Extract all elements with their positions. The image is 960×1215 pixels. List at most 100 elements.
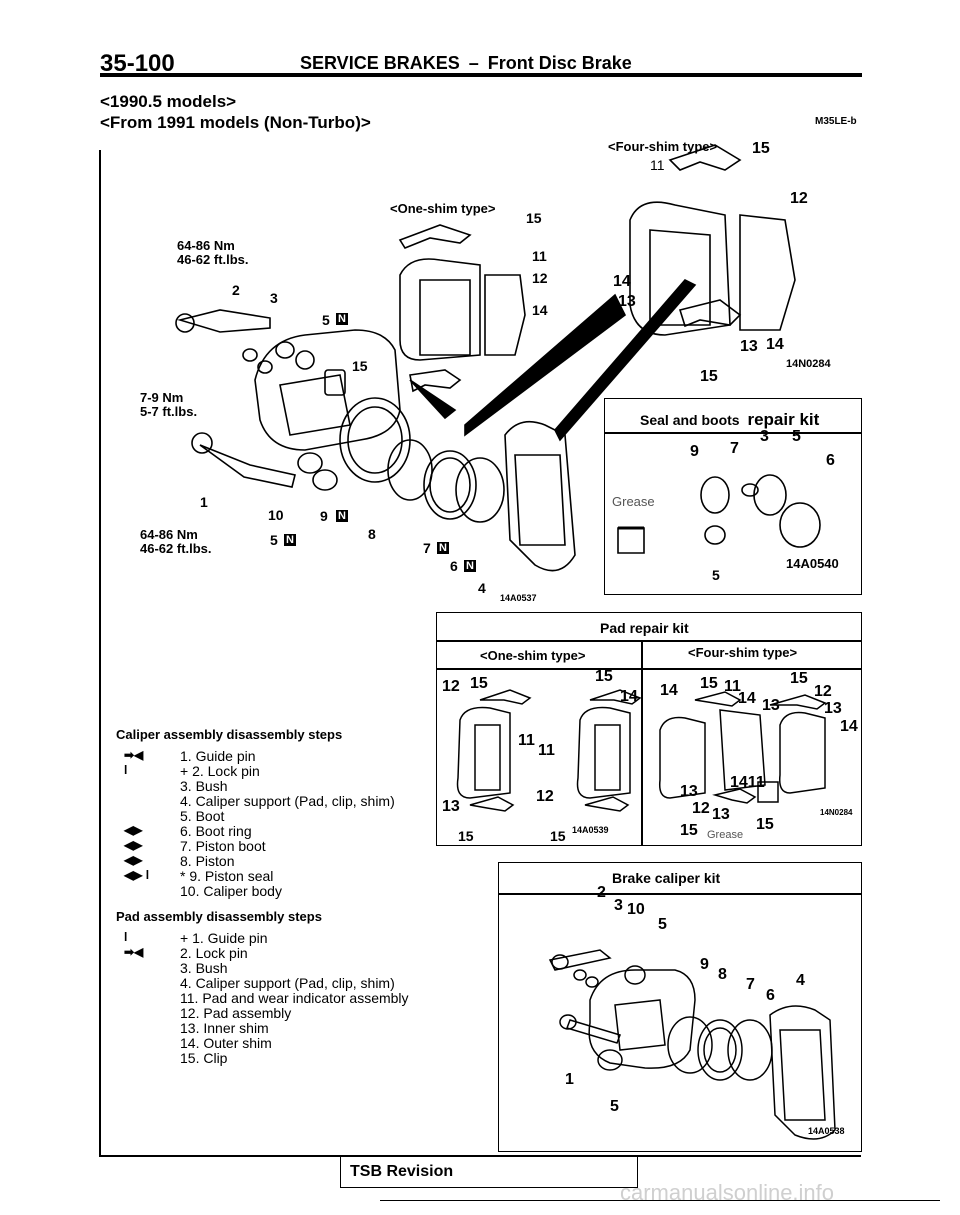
watermark: carmanualsonline.info [620, 1180, 835, 1205]
tsb-revision-label: TSB Revision [350, 1163, 454, 1180]
seal-kit-title-main: Seal and boots [640, 412, 740, 428]
caliper-step-mark: l [124, 763, 128, 777]
brake-kit-callout-9: 9 [700, 956, 709, 973]
caliper-step-item: + 2. Lock pin [180, 763, 260, 779]
callout-12: 12 [532, 270, 548, 286]
caliper-step-item: 3. Bush [180, 778, 228, 794]
special-tool-mark-5-bottom: N [284, 534, 296, 546]
pad-one-callout-12: 12 [442, 678, 460, 695]
caliper-step-item: 10. Caliper body [180, 883, 282, 899]
caliper-step-mark: ◀▶ l [124, 868, 150, 882]
pad-step-mark: ➡◀ [124, 945, 144, 959]
title-dash: – [468, 53, 479, 73]
seal-kit-callout-5-bottom: 5 [712, 567, 720, 583]
four-shim-type-label: <Four-shim type> [608, 139, 718, 154]
callout-15-left: 15 [352, 358, 368, 374]
seal-kit-callout-5-top: 5 [792, 428, 801, 445]
callout-15-one-shim: 15 [526, 210, 542, 226]
special-tool-mark-7: N [437, 542, 449, 554]
pad-four-callout-11: 11 [724, 678, 741, 695]
torque-spec-lock-pin-nm: 64-86 Nm [140, 527, 198, 542]
brake-kit-callout-7: 7 [746, 976, 755, 993]
seal-kit-box [604, 398, 862, 595]
brake-kit-diagram [548, 949, 836, 1140]
pad-step-item: 2. Lock pin [180, 945, 248, 961]
callout-7: 7 [423, 540, 431, 556]
four-shim-callout-11: 11 [650, 157, 665, 173]
pad-step-mark: l [124, 930, 128, 944]
pad-four-callout-13a: 13 [762, 697, 780, 714]
pad-four-callout-12b: 12 [692, 800, 710, 817]
pad-four-callout-13c: 13 [680, 783, 698, 800]
callout-10: 10 [268, 507, 284, 523]
seal-kit-callout-7: 7 [730, 440, 739, 457]
figure-code-14n0284: 14N0284 [786, 358, 831, 370]
seal-kit-callout-6: 6 [826, 452, 835, 469]
torque-spec-guide-pin-ftlb: 46-62 ft.lbs. [177, 252, 249, 267]
torque-spec-bleeder-ftlb: 5-7 ft.lbs. [140, 404, 198, 419]
pad-step-item: + 1. Guide pin [180, 930, 268, 946]
pad-one-callout-15b: 15 [595, 668, 613, 685]
caliper-step-mark: ◀▶ [124, 853, 143, 867]
brake-kit-callout-5-bottom: 5 [610, 1098, 619, 1115]
pad-step-item: 15. Clip [180, 1050, 228, 1066]
pad-step-item: 3. Bush [180, 960, 228, 976]
frame-bottom-line [99, 1155, 861, 1157]
four-shim-callout-13-right: 13 [740, 338, 758, 355]
pad-kit-divider [641, 640, 643, 845]
seal-kit-grease-label: Grease [612, 494, 655, 509]
caliper-step-item: 7. Piston boot [180, 838, 266, 854]
pad-step-item: 4. Caliper support (Pad, clip, shim) [180, 975, 395, 991]
pad-one-callout-12b: 12 [536, 788, 554, 805]
caliper-step-mark: ➡◀ [124, 748, 144, 762]
pad-kit-box [436, 612, 862, 846]
brake-kit-callout-5-top: 5 [658, 916, 667, 933]
caliper-step-item: * 9. Piston seal [180, 868, 274, 884]
figure-code-m35le: M35LE-b [815, 116, 857, 127]
four-shim-callout-13-left: 13 [618, 293, 636, 310]
pad-four-callout-12: 12 [814, 683, 832, 700]
pad-kit-rule-2 [436, 668, 862, 670]
pad-kit-four-shim: <Four-shim type> [688, 645, 798, 660]
torque-spec-bleeder-nm: 7-9 Nm [140, 390, 184, 405]
caliper-step-item: 4. Caliper support (Pad, clip, shim) [180, 793, 395, 809]
caliper-steps-title: Caliper assembly disassembly steps [116, 727, 343, 742]
pad-kit-one-shim: <One-shim type> [480, 648, 586, 663]
pad-four-callout-14c: 14 [840, 718, 858, 735]
pad-step-item: 11. Pad and wear indicator assembly [180, 990, 409, 1006]
caliper-step-item: 1. Guide pin [180, 748, 256, 764]
pad-four-callout-15a: 15 [700, 675, 718, 692]
pad-four-callout-1411: 1411 [730, 774, 765, 791]
pad-step-item: 13. Inner shim [180, 1020, 269, 1036]
pad-kit-title: Pad repair kit [600, 620, 689, 636]
section-name: SERVICE BRAKES [300, 53, 460, 73]
callout-14: 14 [532, 302, 548, 318]
pad-one-callout-11a: 11 [518, 732, 535, 749]
page-number: 35-100 [100, 50, 175, 77]
caliper-step-item: 6. Boot ring [180, 823, 252, 839]
pad-steps-title: Pad assembly disassembly steps [116, 909, 322, 924]
torque-spec-guide-pin-nm: 64-86 Nm [177, 238, 235, 253]
pad-one-callout-14: 14 [620, 688, 638, 705]
pad-one-callout-15c: 15 [458, 828, 474, 844]
pad-four-callout-15c: 15 [680, 822, 698, 839]
caliper-step-mark: ◀▶ [124, 823, 143, 837]
pad-one-callout-15a: 15 [470, 675, 488, 692]
caliper-step-item: 5. Boot [180, 808, 225, 824]
callout-4: 4 [478, 580, 486, 596]
callout-5-top: 5 [322, 312, 330, 328]
callout-1: 1 [200, 494, 208, 510]
pad-four-callout-15d: 15 [756, 816, 774, 833]
subsection-name: Front Disc Brake [487, 53, 632, 73]
seal-kit-callout-3: 3 [760, 428, 769, 445]
seal-kit-title-rule [604, 432, 862, 434]
caliper-exploded-diagram [175, 144, 821, 572]
callout-6: 6 [450, 558, 458, 574]
four-shim-callout-14-right: 14 [766, 336, 784, 353]
pad-four-callout-14a: 14 [660, 682, 678, 699]
frame-left-line [99, 150, 101, 1155]
four-shim-callout-14-left: 14 [613, 273, 631, 290]
brake-kit-title: Brake caliper kit [612, 870, 721, 886]
brake-kit-callout-6: 6 [766, 987, 775, 1004]
one-shim-type-label: <One-shim type> [390, 201, 496, 216]
